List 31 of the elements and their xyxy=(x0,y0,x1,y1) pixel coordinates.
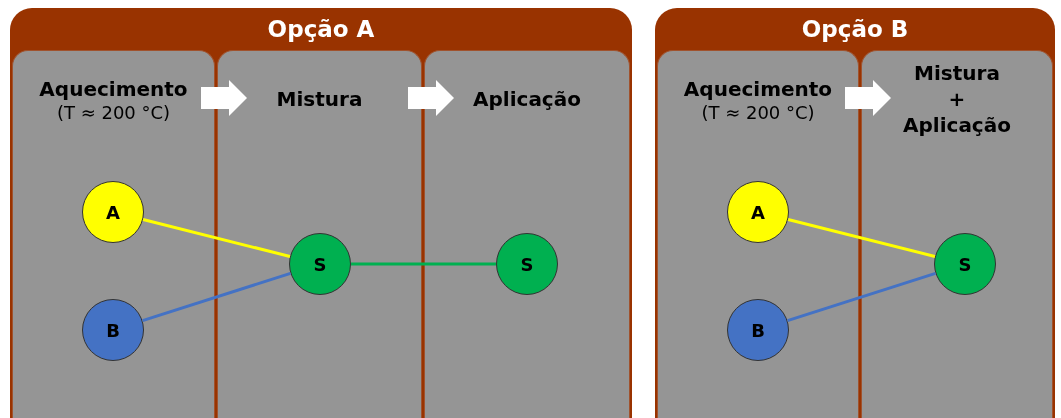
component-label: S xyxy=(313,253,327,275)
component-label: A xyxy=(106,201,120,223)
panel-title: Opção A xyxy=(266,16,376,42)
stage-title: Aquecimento xyxy=(683,75,833,102)
stage-condition: (T ≈ 200 °C) xyxy=(56,101,171,123)
stage-column xyxy=(217,50,422,418)
component-label: S xyxy=(958,253,972,275)
stage-column xyxy=(861,50,1053,418)
connector-line xyxy=(351,262,496,266)
stage-title: Aquecimento xyxy=(39,75,188,102)
stage-title: Mistura + Aplicação xyxy=(902,60,1012,138)
stage-column xyxy=(12,50,215,418)
stage-condition: (T ≈ 200 °C) xyxy=(701,101,815,123)
connector-line xyxy=(142,218,291,258)
block-arrow xyxy=(201,80,247,116)
block-arrow xyxy=(845,80,891,116)
stage-column xyxy=(424,50,630,418)
option-panel xyxy=(10,8,632,418)
component-label: B xyxy=(751,319,765,341)
option-panel xyxy=(655,8,1055,418)
component-label: S xyxy=(520,253,534,275)
stage-column xyxy=(657,50,859,418)
panel-title: Opção B xyxy=(800,16,910,42)
block-arrow xyxy=(408,80,454,116)
stage-title: Aplicação xyxy=(473,86,581,112)
connector-line xyxy=(142,272,291,322)
connector-line xyxy=(787,218,936,258)
stage-title: Mistura xyxy=(276,86,363,112)
component-label: A xyxy=(751,201,765,223)
component-label: B xyxy=(106,319,120,341)
connector-line xyxy=(787,272,936,322)
